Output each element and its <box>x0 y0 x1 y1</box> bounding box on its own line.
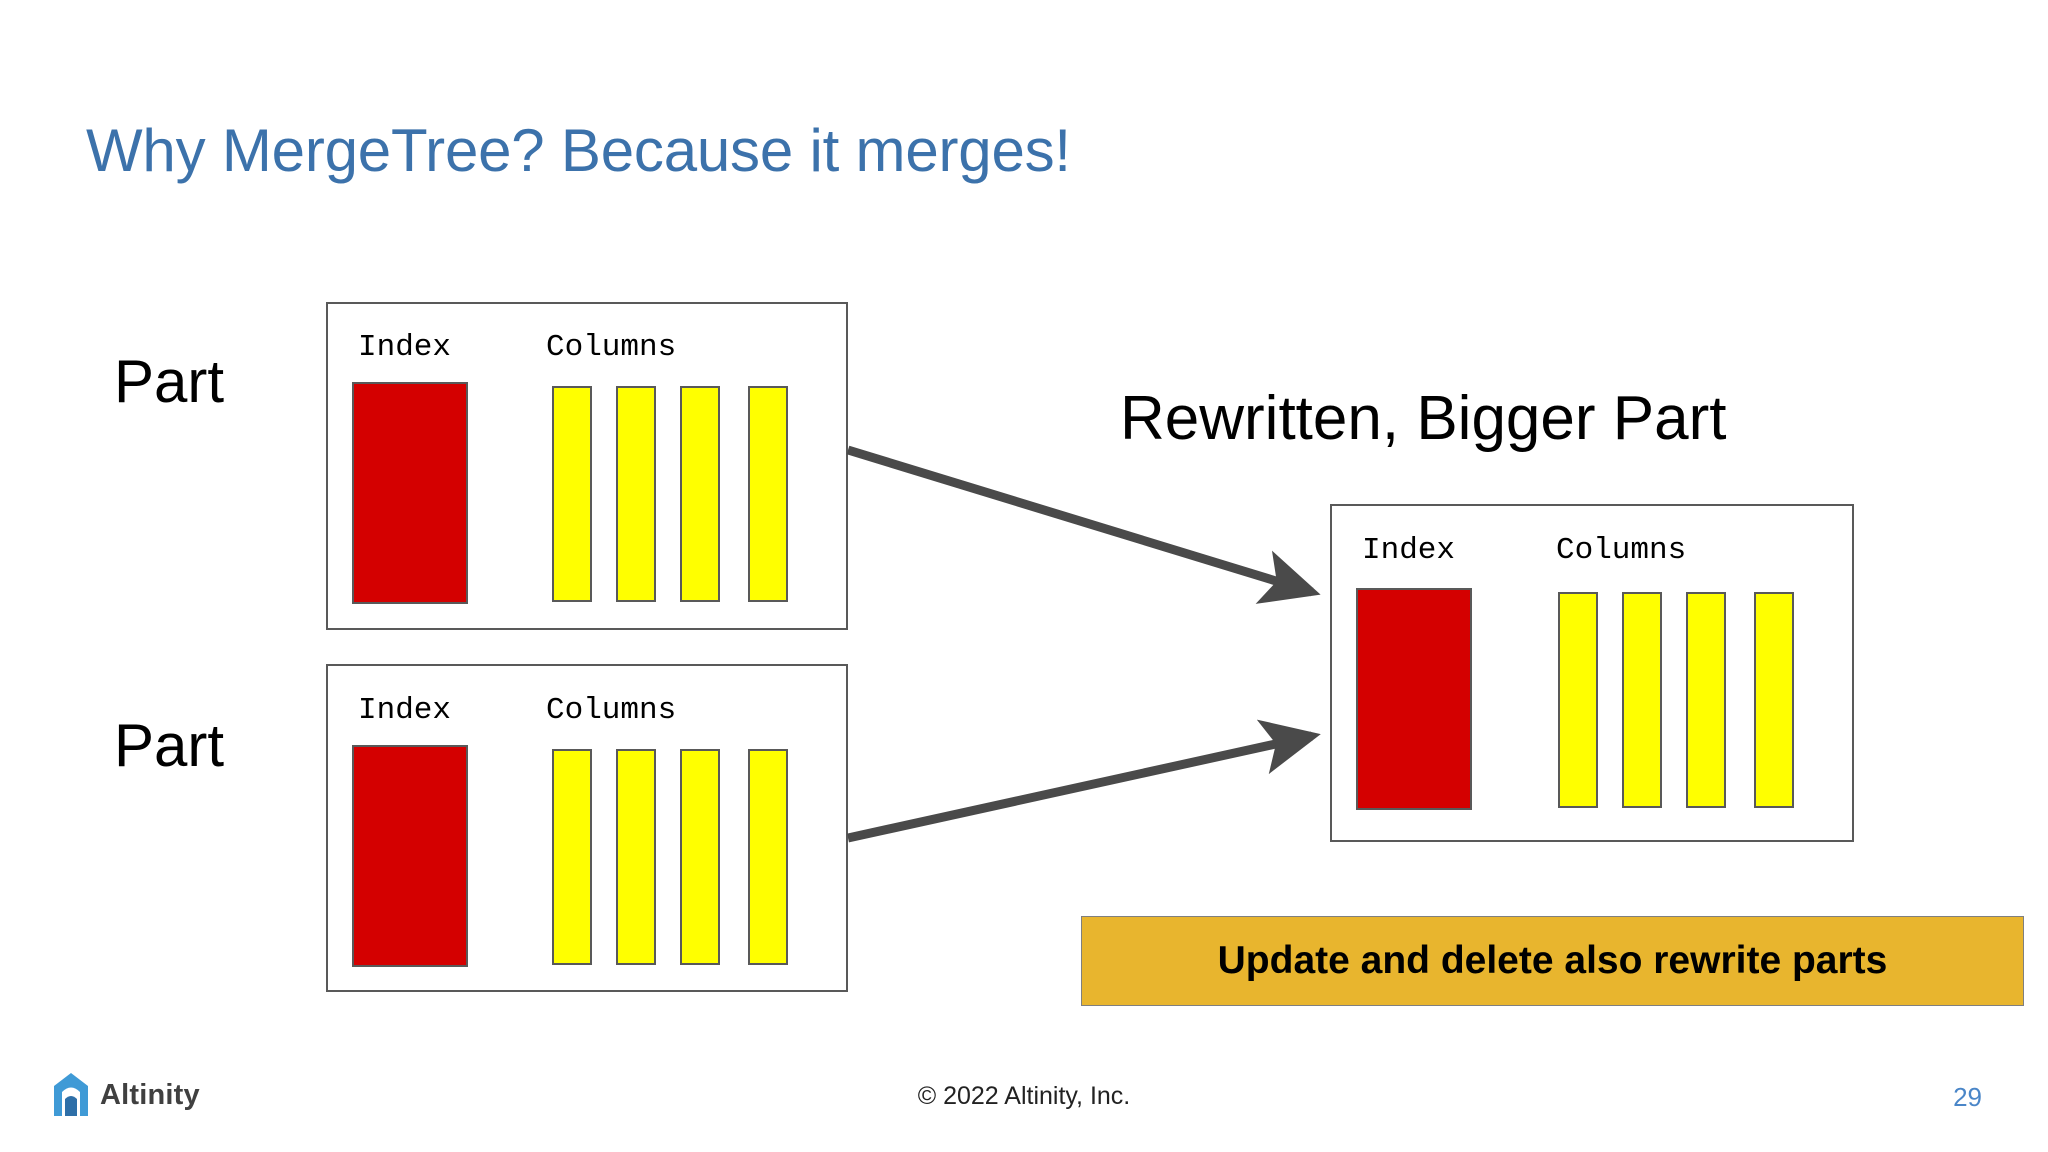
brand-logo: Altinity <box>52 1072 200 1118</box>
altinity-logo-icon <box>54 1073 88 1116</box>
index-block-2 <box>352 745 468 967</box>
column-block-2-4 <box>748 749 788 965</box>
page-number: 29 <box>1953 1082 1982 1112</box>
columns-header-2: Columns <box>546 693 677 728</box>
copyright-text: © 2022 Altinity, Inc. <box>917 1082 1131 1110</box>
column-block-target-3 <box>1686 592 1726 808</box>
index-header-1: Index <box>358 330 452 365</box>
part-label-1: Part <box>114 348 225 415</box>
column-block-target-4 <box>1754 592 1794 808</box>
column-block-target-1 <box>1558 592 1598 808</box>
callout-banner: Update and delete also rewrite parts <box>1081 916 2024 1006</box>
index-header-2: Index <box>358 693 452 728</box>
index-block-1 <box>352 382 468 604</box>
brand-name: Altinity <box>100 1078 200 1111</box>
page-title: Why MergeTree? Because it merges! <box>86 117 1071 184</box>
part-label-2: Part <box>114 712 225 779</box>
column-block-1-1 <box>552 386 592 602</box>
column-block-2-3 <box>680 749 720 965</box>
index-header-target: Index <box>1362 533 1456 568</box>
columns-header-target: Columns <box>1556 533 1687 568</box>
index-block-target <box>1356 588 1472 810</box>
column-block-2-2 <box>616 749 656 965</box>
columns-header-1: Columns <box>546 330 677 365</box>
column-block-1-4 <box>748 386 788 602</box>
column-block-1-3 <box>680 386 720 602</box>
column-block-2-1 <box>552 749 592 965</box>
column-block-1-2 <box>616 386 656 602</box>
rewritten-part-heading: Rewritten, Bigger Part <box>1120 384 1727 453</box>
arrow-part2-to-target <box>847 719 1321 843</box>
arrow-part1-to-target <box>846 445 1321 604</box>
callout-text: Update and delete also rewrite parts <box>1217 939 1888 982</box>
column-block-target-2 <box>1622 592 1662 808</box>
